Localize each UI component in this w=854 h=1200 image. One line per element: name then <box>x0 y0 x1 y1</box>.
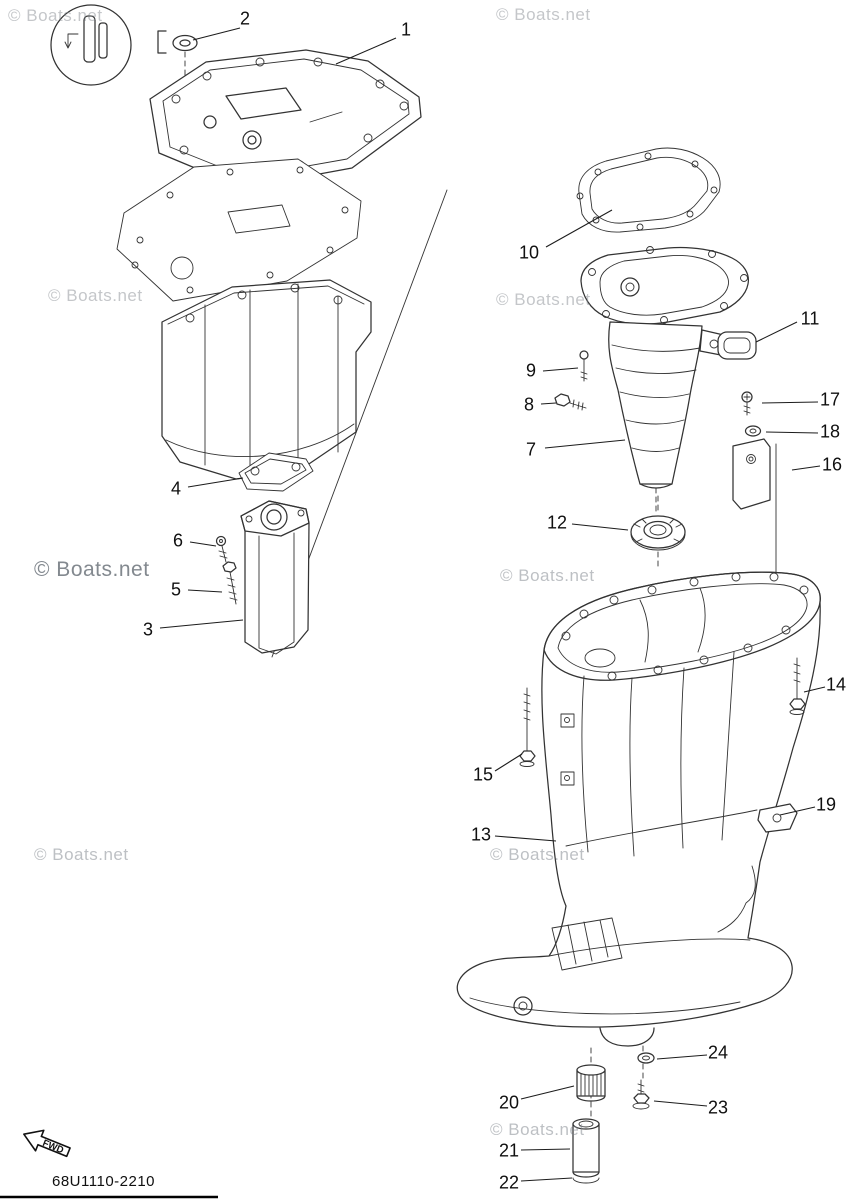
callout-leader-24 <box>657 1055 707 1059</box>
callout-leader-6 <box>190 542 216 546</box>
part-18-washer <box>746 426 761 436</box>
part-22-ring <box>573 1178 599 1183</box>
part-17-screw <box>742 392 752 415</box>
callout-leader-20 <box>521 1086 574 1099</box>
part-1-exhaust-guide <box>150 50 421 188</box>
part-19-bracket <box>758 804 797 832</box>
callout-leader-9 <box>543 368 578 371</box>
callout-leader-14 <box>804 687 825 692</box>
part-16-bracket <box>733 439 776 686</box>
callout-leader-16 <box>792 466 820 470</box>
part-10-gasket <box>577 148 720 232</box>
part-21-tube <box>573 1119 599 1177</box>
callout-leader-8 <box>541 403 556 404</box>
callout-leader-10 <box>546 210 612 247</box>
part-15-bolt <box>520 688 535 767</box>
callout-leader-22 <box>521 1178 572 1181</box>
callout-leader-1 <box>336 38 396 64</box>
part-4-gasket <box>239 453 313 491</box>
callout-leader-15 <box>495 754 522 771</box>
part-24-washer <box>638 1053 654 1063</box>
left-upper-casing <box>162 280 371 479</box>
callout-leader-18 <box>766 432 818 433</box>
part-9-stud <box>580 351 588 381</box>
part-8-bolt <box>555 394 586 410</box>
part-5-bolt <box>223 562 237 604</box>
callout-leader-19 <box>780 807 815 815</box>
callout-leader-2 <box>193 28 240 40</box>
diagram-code: 68U1110-2210 <box>52 1173 156 1190</box>
part-3-muffler <box>241 501 309 654</box>
callout-leader-11 <box>756 322 797 342</box>
callout-leader-17 <box>762 402 818 403</box>
pin-detail-inset <box>51 5 166 85</box>
part-20-grommet <box>577 1065 605 1101</box>
part-13-lower-casing <box>457 572 820 1046</box>
callout-leader-13 <box>495 836 556 841</box>
part-14-bolt <box>790 658 805 715</box>
callout-leader-12 <box>572 524 628 530</box>
upper-gasket <box>117 159 361 301</box>
callout-leader-21 <box>521 1149 570 1150</box>
part-6-screw <box>217 537 228 563</box>
part-23-bolt <box>633 1080 649 1109</box>
callout-leader-23 <box>654 1101 707 1106</box>
part-11-mount-damper <box>718 332 756 359</box>
part-12-bushing <box>631 496 685 568</box>
callout-leader-5 <box>188 590 222 592</box>
callout-leader-3 <box>160 620 243 628</box>
callout-leader-7 <box>545 440 625 448</box>
callout-leader-4 <box>188 478 243 487</box>
